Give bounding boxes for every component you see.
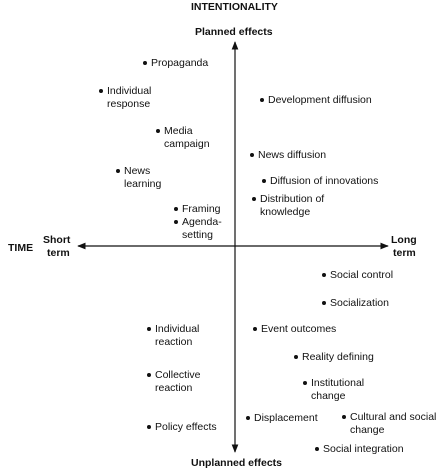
effect-item-label: reaction	[155, 336, 193, 348]
effect-item: Policy effects	[147, 421, 217, 434]
effect-item-label: Distribution of	[260, 193, 325, 205]
effect-item: Event outcomes	[253, 323, 337, 336]
bullet-dot	[262, 179, 266, 183]
effect-item-label: News diffusion	[258, 149, 327, 161]
effect-item-label: Social control	[330, 269, 394, 281]
bullet-dot	[246, 416, 250, 420]
bullet-dot	[147, 373, 151, 377]
effect-item-label: response	[107, 98, 151, 110]
effect-item-label: change	[350, 424, 385, 436]
effect-item: Social control	[322, 269, 394, 282]
effect-item-label: Agenda-	[182, 216, 222, 228]
planned-effects-label: Planned effects	[195, 26, 273, 38]
effect-item: Diffusion of innovations	[262, 175, 379, 188]
effect-item-label: Individual	[155, 323, 200, 335]
bullet-dot	[147, 425, 151, 429]
bullet-dot	[147, 327, 151, 331]
short-term-label-line1: Short	[43, 234, 71, 246]
effect-item-label: setting	[182, 229, 213, 241]
effect-item: Framing	[174, 203, 221, 216]
bullet-dot	[303, 381, 307, 385]
effect-item-label: Cultural and social	[350, 411, 437, 423]
effect-item-label: Reality defining	[302, 351, 374, 363]
bullet-dot	[174, 207, 178, 211]
effect-item-label: reaction	[155, 382, 193, 394]
effect-item: Agenda-setting	[174, 216, 222, 242]
effect-item-label: Framing	[182, 203, 221, 215]
effect-item-label: Event outcomes	[261, 323, 337, 335]
unplanned-effects-label: Unplanned effects	[191, 457, 283, 469]
effect-item-label: Policy effects	[155, 421, 217, 433]
effect-item: Reality defining	[294, 351, 374, 364]
effect-item: Development diffusion	[260, 94, 372, 107]
long-term-label-line1: Long	[391, 234, 417, 246]
bullet-dot	[253, 327, 257, 331]
effect-item-label: Diffusion of innovations	[270, 175, 379, 187]
bullet-dot	[315, 447, 319, 451]
effect-item: Socialization	[322, 297, 389, 310]
bullet-dot	[143, 61, 147, 65]
long-term-label-line2: term	[393, 247, 416, 259]
bullet-dot	[294, 355, 298, 359]
diagram-header: INTENTIONALITY	[191, 1, 278, 13]
effect-item-label: Individual	[107, 85, 152, 97]
bullet-dot	[174, 220, 178, 224]
bullet-dot	[260, 98, 264, 102]
effect-item-label: Institutional	[311, 377, 365, 389]
effect-item-label: Propaganda	[151, 57, 209, 69]
bullet-dot	[99, 89, 103, 93]
bullet-dot	[252, 197, 256, 201]
effect-item-label: Media	[164, 125, 193, 137]
effect-item-label: knowledge	[260, 206, 311, 218]
bullet-dot	[116, 169, 120, 173]
effect-item: Displacement	[246, 412, 318, 425]
effect-item-label: Development diffusion	[268, 94, 372, 106]
bullet-dot	[156, 129, 160, 133]
effect-item-label: campaign	[164, 138, 210, 150]
effect-item-label: learning	[124, 178, 162, 190]
effect-item-label: Collective	[155, 369, 201, 381]
effect-item-label: Social integration	[323, 443, 404, 455]
effect-item: News diffusion	[250, 149, 327, 162]
effect-item-label: Displacement	[254, 412, 318, 424]
bullet-dot	[342, 415, 346, 419]
effect-item-label: change	[311, 390, 346, 402]
effect-item-label: News	[124, 165, 151, 177]
short-term-label-line2: term	[47, 247, 70, 259]
effect-item-label: Socialization	[330, 297, 389, 309]
bullet-dot	[322, 301, 326, 305]
effect-item: Propaganda	[143, 57, 209, 70]
time-axis-title: TIME	[8, 242, 34, 254]
bullet-dot	[250, 153, 254, 157]
effect-item: Social integration	[315, 443, 404, 456]
bullet-dot	[322, 273, 326, 277]
